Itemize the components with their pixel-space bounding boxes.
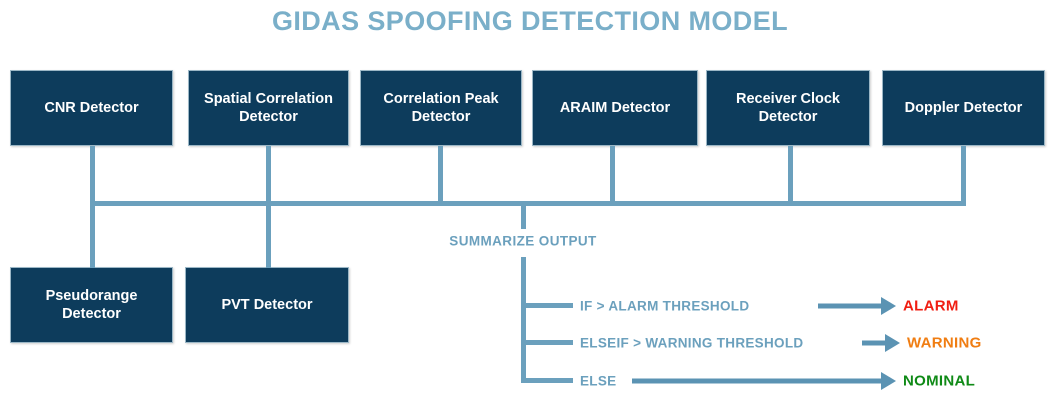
connector-receiver-clock-to-bus: [788, 146, 793, 204]
arrow-shaft: [818, 303, 882, 309]
detector-label: Receiver Clock Detector: [736, 90, 840, 125]
arrow-to-warning: [862, 334, 900, 352]
connector-branch-warning-stub: [521, 340, 573, 345]
summarize-output-label: SUMMARIZE OUTPUT: [449, 233, 597, 249]
arrow-shaft: [632, 378, 882, 384]
detector-label: Spatial Correlation Detector: [204, 90, 333, 125]
branch-condition-warning: ELSEIF > WARNING THRESHOLD: [580, 335, 804, 351]
outcome-alarm: ALARM: [903, 297, 959, 315]
page-title: GIDAS SPOOFING DETECTION MODEL: [271, 6, 789, 36]
connector-cnr-to-bus: [90, 146, 95, 204]
detector-box-cnr[interactable]: CNR Detector: [10, 70, 173, 146]
detector-label: ARAIM Detector: [559, 99, 671, 116]
arrow-to-nominal: [632, 372, 896, 390]
detector-box-pseudorange[interactable]: Pseudorange Detector: [10, 267, 173, 343]
arrow-head: [881, 372, 896, 390]
detector-box-doppler[interactable]: Doppler Detector: [882, 70, 1045, 146]
arrow-to-alarm: [818, 297, 896, 315]
detector-label: Doppler Detector: [904, 99, 1023, 116]
detector-label: Pseudorange Detector: [45, 287, 138, 322]
connector-doppler-to-bus: [961, 146, 966, 204]
arrow-head: [885, 334, 900, 352]
connector-bus-to-pseudorange: [90, 201, 95, 268]
connector-summarize-trunk: [521, 257, 526, 383]
connector-araim-to-bus: [610, 146, 615, 204]
detector-label: Correlation Peak Detector: [383, 90, 499, 125]
detector-box-pvt[interactable]: PVT Detector: [185, 267, 349, 343]
detector-label: CNR Detector: [44, 99, 139, 116]
outcome-nominal: NOMINAL: [903, 372, 976, 390]
connector-bus-horizontal: [90, 201, 966, 206]
connector-spatial-to-bus: [266, 146, 271, 204]
connector-correlation-peak-to-bus: [438, 146, 443, 204]
branch-condition-alarm: IF > ALARM THRESHOLD: [580, 298, 750, 314]
detector-box-correlation-peak[interactable]: Correlation Peak Detector: [360, 70, 522, 146]
detector-box-spatial-correlation[interactable]: Spatial Correlation Detector: [188, 70, 349, 146]
branch-condition-nominal: ELSE: [580, 373, 617, 389]
connector-branch-nominal-stub: [521, 378, 573, 383]
outcome-warning: WARNING: [907, 334, 982, 352]
connector-bus-to-summarize: [521, 201, 526, 229]
arrow-head: [881, 297, 896, 315]
detector-label: PVT Detector: [221, 296, 313, 313]
detector-box-receiver-clock[interactable]: Receiver Clock Detector: [706, 70, 870, 146]
connector-branch-alarm-stub: [521, 303, 573, 308]
connector-bus-to-pvt: [266, 201, 271, 268]
arrow-shaft: [862, 340, 886, 346]
detector-box-araim[interactable]: ARAIM Detector: [532, 70, 698, 146]
